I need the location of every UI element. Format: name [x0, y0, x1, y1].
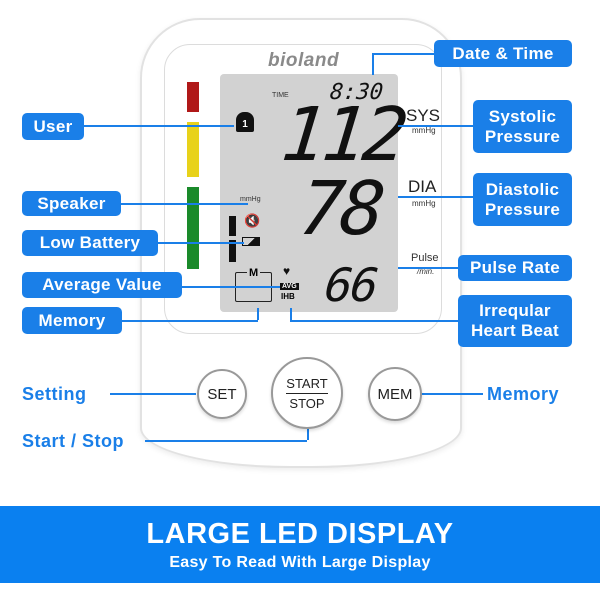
label-setting: Setting: [22, 384, 87, 404]
connector: [372, 53, 374, 75]
connector: [290, 308, 292, 320]
connector: [398, 267, 458, 269]
label-date-time: Date & Time: [434, 40, 572, 67]
sys-label: SYS: [406, 106, 441, 125]
dia-label: DIA: [408, 177, 437, 196]
bp-level-green: [187, 187, 199, 269]
label-pulse-rate: Pulse Rate: [458, 255, 572, 281]
heart-icon: ♥: [283, 264, 291, 278]
connector: [290, 320, 458, 322]
connector: [421, 393, 483, 395]
connector: [372, 53, 434, 55]
connector: [84, 125, 234, 127]
feature-banner: LARGE LED DISPLAY Easy To Read With Larg…: [0, 506, 600, 583]
banner-subtitle: Easy To Read With Large Display: [169, 554, 431, 571]
pulse-label: Pulse: [411, 252, 439, 264]
label-low-battery: Low Battery: [22, 230, 158, 256]
set-button-label: SET: [207, 385, 237, 403]
connector: [398, 125, 473, 127]
connector: [257, 308, 259, 320]
label-memory-button: Memory: [487, 384, 560, 404]
label-average-value: Average Value: [22, 272, 182, 298]
connector: [307, 428, 309, 440]
user-icon: 1: [236, 112, 254, 132]
connector: [110, 393, 196, 395]
label-start-stop: Start / Stop: [22, 431, 125, 451]
connector: [182, 286, 280, 288]
connector: [122, 320, 258, 322]
set-button[interactable]: SET: [197, 369, 247, 419]
pulse-unit: /min.: [417, 267, 435, 276]
speaker-unit: mmHg: [240, 196, 261, 203]
label-memory: Memory: [22, 307, 122, 334]
mem-button-label: MEM: [377, 385, 413, 403]
memory-indicator: M: [247, 267, 261, 279]
label-irregular-heartbeat: Irreqular Heart Beat: [458, 295, 572, 347]
ihb-indicator: IHB: [281, 292, 295, 301]
avg-indicator: AVG: [280, 283, 299, 290]
level-bar-2: [229, 240, 236, 262]
pulse-readout: 66: [322, 258, 380, 312]
label-user: User: [22, 113, 84, 140]
display-panel: [164, 44, 442, 334]
banner-title: LARGE LED DISPLAY: [146, 518, 454, 550]
low-battery-icon: [242, 237, 260, 246]
stop-label: STOP: [289, 395, 325, 411]
start-stop-button[interactable]: START STOP: [271, 357, 343, 429]
bp-level-red: [187, 82, 199, 112]
label-speaker: Speaker: [22, 191, 121, 216]
speaker-muted-icon: 🔇: [244, 213, 261, 228]
bp-level-yellow: [187, 122, 199, 177]
connector: [145, 440, 307, 442]
sys-unit: mmHg: [412, 126, 436, 135]
label-diastolic: Diastolic Pressure: [473, 173, 572, 226]
brand-logo: bioland: [268, 50, 340, 71]
connector: [121, 203, 248, 205]
time-label: TIME: [272, 92, 289, 99]
label-systolic: Systolic Pressure: [473, 100, 572, 153]
connector: [398, 196, 473, 198]
level-bar-1: [229, 216, 236, 236]
diastolic-readout: 78: [295, 166, 386, 252]
dia-unit: mmHg: [412, 199, 436, 208]
start-label: START: [286, 376, 328, 394]
connector: [158, 242, 244, 244]
mem-button[interactable]: MEM: [368, 367, 422, 421]
systolic-readout: 112: [277, 92, 409, 178]
